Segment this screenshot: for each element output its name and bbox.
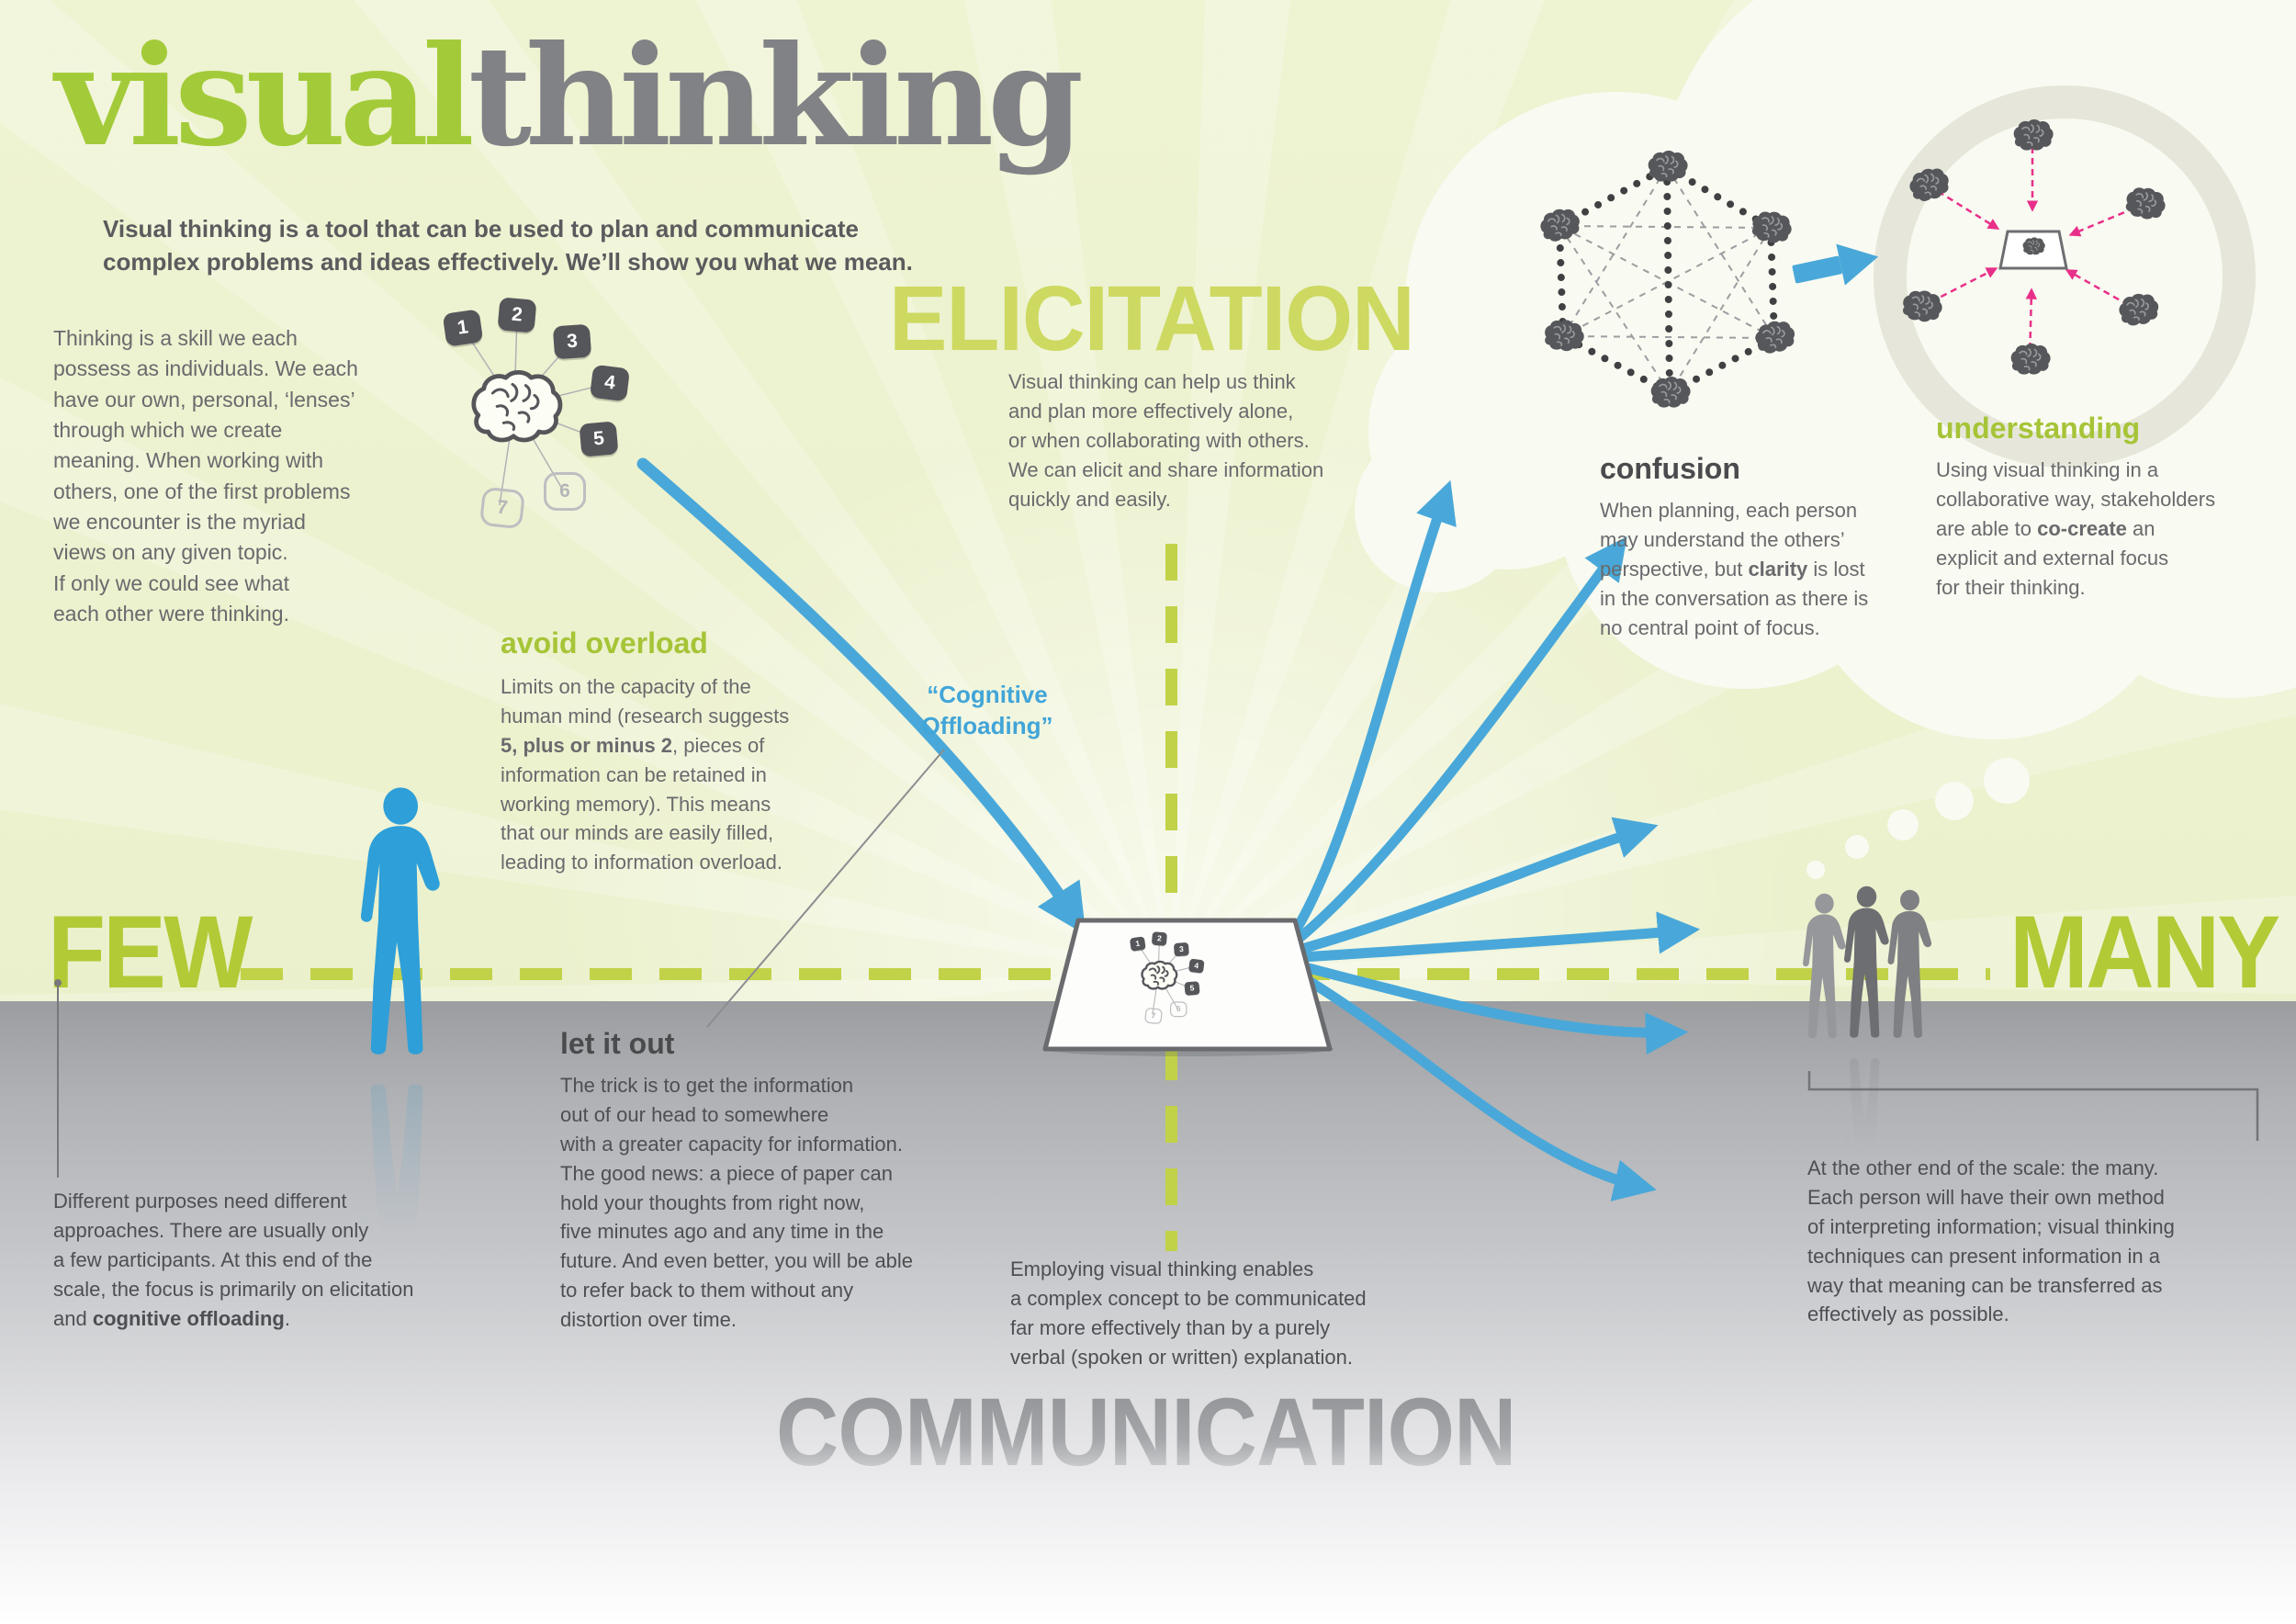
cloud-circle [1355, 427, 1520, 592]
title-visual: visual [55, 16, 475, 177]
thought-chip: 4 [1187, 958, 1205, 974]
understanding-body-bold: co-create [2037, 516, 2127, 540]
few-axis-label: FEW [48, 895, 253, 1009]
confusion-body-post: is lost in the conversation as there is … [1600, 557, 1869, 639]
many-note: At the other end of the scale: the many.… [1807, 1156, 2175, 1326]
few-note-bold: cognitive offloading [92, 1306, 285, 1330]
many-axis-label: MANY [2009, 895, 2280, 1009]
few-note-post: . [284, 1306, 290, 1330]
confusion-body: When planning, each person may understan… [1600, 496, 1868, 642]
understanding-body-post: an explicit and external focus for their… [1936, 516, 2169, 599]
thought-chip: 2 [497, 297, 537, 333]
thought-chip: 4 [589, 364, 631, 402]
confusion-heading: confusion [1600, 452, 1740, 485]
brain-map-graphic [462, 314, 611, 506]
single-person-silhouette [336, 786, 460, 1071]
elicitation-communication-axis-line [1165, 544, 1177, 1251]
confusion-body-bold: clarity [1748, 557, 1808, 581]
understanding-body: Using visual thinking in a collaborative… [1936, 456, 2215, 602]
cognitive-offloading-label: “Cognitive Offloading” [921, 681, 1053, 739]
thought-chip-faded: 7 [1143, 1007, 1164, 1025]
thought-chip-faded: 7 [478, 486, 526, 530]
brain-icon [1141, 960, 1178, 990]
understanding-heading: understanding [1936, 412, 2141, 445]
communication-note: Employing visual thinking enables a comp… [1010, 1257, 1367, 1369]
thought-chip: 2 [1151, 931, 1167, 946]
subtitle: Visual thinking is a tool that can be us… [103, 215, 913, 276]
thought-chip-faded: 6 [1170, 1001, 1187, 1018]
page-title: visualthinking [55, 28, 1084, 165]
avoid-overload-heading: avoid overload [501, 626, 708, 660]
brain-icon [471, 369, 563, 443]
understanding-ring [1874, 85, 2256, 468]
brain-map-mini: 1 2 3 4 5 6 7 [1122, 930, 1229, 1029]
title-thinking: thinking [467, 16, 1084, 177]
few-note-pre: Different purposes need different approa… [53, 1190, 414, 1330]
group-person-silhouette [1874, 889, 1943, 1047]
thought-chip: 1 [1129, 936, 1146, 952]
thought-chip-faded: 6 [544, 472, 586, 511]
intro-paragraph: Thinking is a skill we each possess as i… [53, 326, 358, 626]
few-note: Different purposes need different approa… [53, 1187, 414, 1333]
avoid-overload-body-pre: Limits on the capacity of the human mind… [501, 675, 790, 727]
thought-chip: 5 [1184, 981, 1200, 996]
elicitation-axis-label: ELICITATION [889, 267, 1415, 370]
avoid-overload-body-bold: 5, plus or minus 2 [501, 733, 673, 757]
elicitation-note: Visual thinking can help us think and pl… [1008, 370, 1324, 511]
thought-chip: 1 [442, 309, 484, 347]
communication-axis-label: COMMUNICATION [776, 1379, 1516, 1486]
thought-chip: 5 [579, 421, 619, 457]
understanding-body-pre: Using visual thinking in a collaborative… [1936, 458, 2216, 540]
thought-chip: 3 [552, 323, 592, 360]
avoid-overload-body: Limits on the capacity of the human mind… [501, 672, 789, 877]
let-it-out-body: The trick is to get the information out … [560, 1074, 914, 1332]
paper-sheet: 1 2 3 4 5 6 7 [1027, 915, 1345, 1056]
let-it-out-heading: let it out [560, 1027, 675, 1060]
thought-chip: 3 [1173, 942, 1189, 957]
brain-map: 1 2 3 4 5 6 7 [424, 292, 691, 540]
